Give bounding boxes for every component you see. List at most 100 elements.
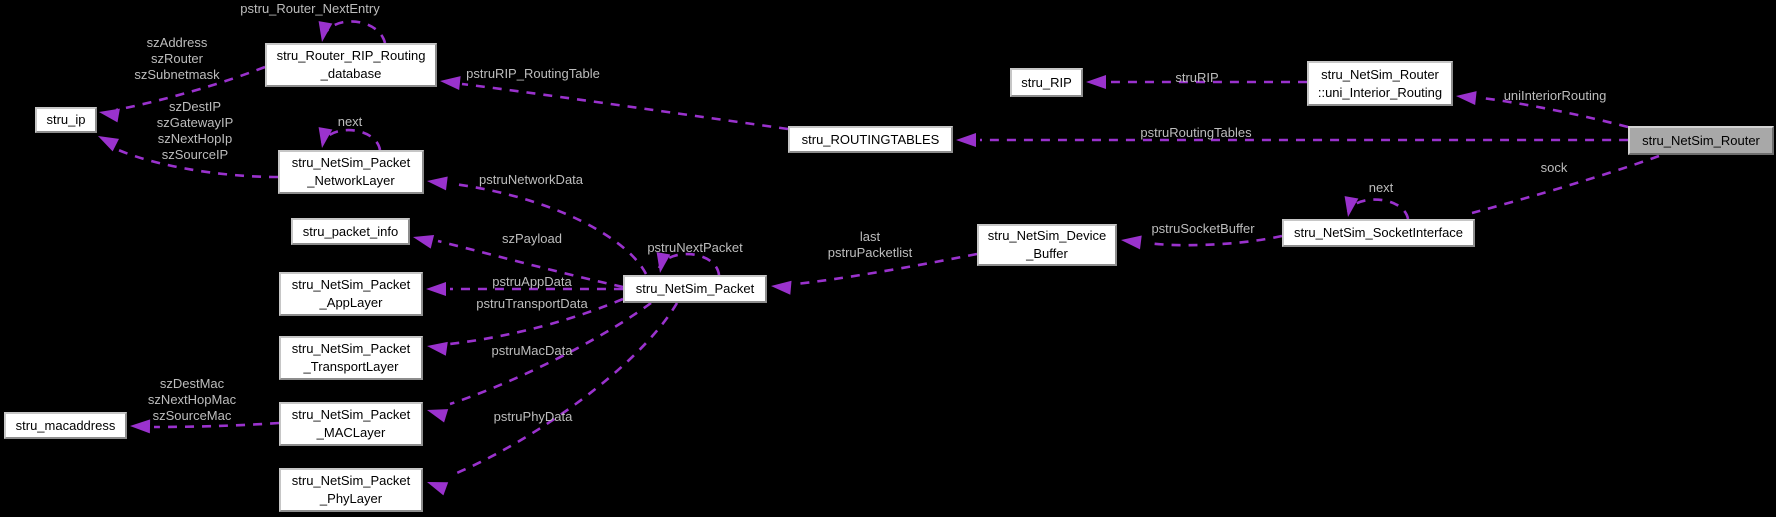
arrowhead-icon — [99, 108, 120, 123]
node-label: stru_Router_RIP_Routing — [276, 48, 426, 63]
arrowhead-icon — [427, 482, 449, 496]
edge-label-pstru_nextpacket: pstruNextPacket — [647, 240, 742, 256]
node-device_buffer[interactable]: stru_NetSim_Device_Buffer — [977, 224, 1117, 266]
node-routingtables[interactable]: stru_ROUTINGTABLES — [788, 126, 953, 153]
edge-label-line: pstruRoutingTables — [1140, 125, 1252, 140]
edge-line — [320, 128, 382, 151]
edge-label-strurip: struRIP — [1175, 70, 1218, 86]
node-macaddress[interactable]: stru_macaddress — [4, 412, 127, 439]
edge-label-next_networklayer: next — [338, 114, 363, 130]
node-label: stru_NetSim_Packet — [291, 341, 411, 356]
edge-label-pstru_rip_routingtable: pstruRIP_RoutingTable — [466, 66, 600, 82]
node-socketinterface[interactable]: stru_NetSim_SocketInterface — [1282, 219, 1475, 247]
edge-label-line: sock — [1540, 160, 1568, 175]
edge-label-pstru_phydata: pstruPhyData — [494, 409, 573, 425]
arrowhead-icon — [1456, 91, 1477, 106]
edge-pstruRoutingTables — [956, 133, 1628, 147]
edge-label-line: szSourceMac — [152, 408, 232, 423]
node-uni_interior_routing[interactable]: stru_NetSim_Router::uni_Interior_Routing — [1307, 61, 1453, 106]
arrowhead-icon — [440, 76, 461, 91]
edge-szAddress — [99, 65, 266, 123]
node-label: _MACLayer — [316, 425, 386, 440]
edge-label-line: pstruSocketBuffer — [1151, 221, 1255, 236]
edge-line — [1481, 96, 1629, 129]
node-stru_rip[interactable]: stru_RIP — [1010, 68, 1083, 97]
node-label: _Buffer — [1026, 246, 1068, 261]
node-packet_networklayer[interactable]: stru_NetSim_Packet_NetworkLayer — [278, 150, 424, 194]
edge-label-line: pstruPacketlist — [827, 245, 913, 260]
edge-label-line: szDestMac — [159, 376, 225, 391]
node-label: _database — [320, 66, 382, 81]
edge-szDestMac — [130, 419, 280, 434]
arrowhead-icon — [427, 341, 448, 356]
edge-label-sock: sock — [1541, 160, 1568, 176]
arrowhead-icon — [98, 136, 119, 152]
edge-label-line: szNextHopIp — [157, 131, 233, 146]
node-label: stru_NetSim_Packet — [291, 473, 411, 488]
edge-last-pstruPacketlist — [771, 252, 978, 295]
edge-next-networklayer — [318, 127, 382, 151]
arrowhead-icon — [318, 21, 333, 42]
edge-line — [657, 252, 721, 276]
node-netsim_packet[interactable]: stru_NetSim_Packet — [623, 275, 767, 303]
edge-label-line: pstruRIP_RoutingTable — [466, 66, 600, 81]
node-router_rip_db[interactable]: stru_Router_RIP_Routing _database — [265, 43, 437, 87]
node-packet_applayer[interactable]: stru_NetSim_Packet_AppLayer — [279, 272, 423, 316]
edge-line — [449, 297, 624, 346]
node-packet_maclayer[interactable]: stru_NetSim_Packet _MACLayer — [279, 402, 423, 446]
edge-label-line: szPayload — [502, 231, 562, 246]
edge-label-line: szNextHopMac — [147, 392, 237, 407]
node-packet_phylayer[interactable]: stru_NetSim_Packet _PhyLayer — [279, 468, 423, 512]
edge-label-line: szSourceIP — [161, 147, 229, 162]
edge-label-sz_payload: szPayload — [502, 231, 562, 247]
edge-szPayload — [413, 235, 624, 289]
edge-label-line: uniInteriorRouting — [1503, 88, 1607, 103]
edge-line — [321, 20, 387, 44]
edge-line — [113, 146, 279, 179]
arrowhead-icon — [427, 176, 448, 191]
edge-pstru_Router_NextEntry — [318, 20, 387, 44]
node-label: stru_NetSim_Packet — [291, 407, 411, 422]
edge-pstruNextPacket — [656, 252, 721, 276]
arrowhead-icon — [1121, 235, 1142, 250]
node-label: stru_NetSim_Router — [1321, 66, 1439, 82]
arrowhead-icon — [413, 235, 435, 249]
edge-label-pstru_socketbuffer: pstruSocketBuffer — [1151, 221, 1254, 237]
edge-label-line: pstru_Router_NextEntry — [240, 1, 380, 16]
arrowhead-icon — [427, 409, 449, 423]
arrowhead-icon — [656, 252, 671, 273]
edge-label-line: szDestIP — [168, 99, 221, 114]
edge-pstruTransportData — [427, 297, 624, 356]
edge-label-line: next — [1368, 180, 1394, 195]
node-label: stru_macaddress — [15, 417, 116, 433]
edge-line — [1346, 198, 1410, 220]
node-packet_info[interactable]: stru_packet_info — [291, 218, 410, 245]
node-label: stru_NetSim_Packet — [291, 277, 411, 292]
edge-struRIP — [1086, 75, 1307, 89]
node-packet_transportlayer[interactable]: stru_NetSim_Packet_TransportLayer — [279, 336, 423, 380]
edge-pstruNetworkData — [427, 176, 648, 275]
arrowhead-icon — [1086, 75, 1106, 89]
arrowhead-icon — [771, 280, 792, 295]
edge-label-line: pstruNetworkData — [478, 172, 584, 187]
node-stru_ip[interactable]: stru_ip — [35, 107, 97, 133]
edge-pstruAppData — [426, 282, 623, 296]
node-label: _PhyLayer — [319, 491, 383, 506]
edge-line — [453, 182, 648, 275]
node-label: stru_RIP — [1021, 74, 1072, 90]
edge-line — [1471, 154, 1660, 215]
edge-pstruRIP_RoutingTable — [440, 76, 789, 131]
edge-label-line: szSubnetmask — [134, 67, 220, 82]
edge-line — [795, 252, 978, 286]
edge-label-line: pstruPhyData — [493, 409, 573, 424]
arrowhead-icon — [1344, 196, 1359, 217]
edge-label-line: struRIP — [1175, 70, 1219, 85]
node-label: stru_ip — [46, 112, 86, 127]
arrowhead-icon — [130, 419, 151, 434]
node-label: _NetworkLayer — [307, 173, 395, 188]
edge-line — [449, 301, 652, 406]
edge-next-socketinterface — [1344, 196, 1410, 220]
node-label: stru_ROUTINGTABLES — [801, 131, 940, 147]
